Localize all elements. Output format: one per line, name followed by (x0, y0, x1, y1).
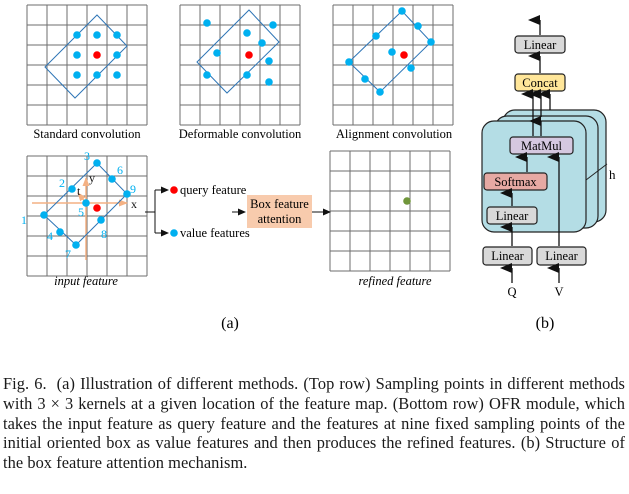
y-axis-label: y (89, 171, 95, 185)
sampling-point (108, 175, 116, 183)
sampling-point (265, 57, 273, 65)
center-point (400, 51, 408, 59)
sampling-point (269, 21, 277, 29)
sampling-point-label: 5 (78, 205, 84, 219)
sampling-point (73, 31, 81, 39)
sampling-point (113, 31, 121, 39)
sampling-point-label: 3 (84, 149, 90, 163)
sampling-point-label: 4 (47, 229, 53, 243)
standard-convolution-grid (26, 4, 148, 126)
panel-a-label: (a) (221, 315, 239, 332)
input-feature-grid: 1 2 3 4 5 6 7 8 9 yt x (21, 149, 148, 277)
sampling-point (243, 71, 251, 79)
sampling-point (40, 211, 48, 219)
center-point (245, 51, 253, 59)
sampling-point (361, 75, 369, 83)
alignment-convolution-grid (332, 4, 454, 126)
concat-label: Concat (522, 76, 558, 90)
sampling-point (203, 19, 211, 27)
sampling-point (398, 7, 406, 15)
box-feature-attention-block (247, 195, 312, 228)
sampling-point (93, 159, 101, 167)
value-features-label: value features (180, 226, 250, 240)
sampling-point (93, 31, 101, 39)
sampling-point (123, 190, 131, 198)
softmax-label: Softmax (494, 175, 537, 189)
sampling-point (68, 185, 76, 193)
sampling-point-label: 6 (117, 163, 123, 177)
sampling-point (82, 199, 90, 207)
sampling-point (213, 49, 221, 57)
sampling-point (376, 88, 384, 96)
sampling-point (414, 22, 422, 30)
panel-b-label: (b) (536, 315, 555, 332)
deformable-convolution-grid (179, 4, 301, 126)
sampling-point (97, 216, 105, 224)
sampling-point-label: 1 (21, 213, 27, 227)
sampling-point (203, 71, 211, 79)
sampling-point (407, 64, 415, 72)
sampling-point (258, 39, 266, 47)
sampling-point-label: 2 (59, 176, 65, 190)
oriented-box (196, 9, 280, 94)
sampling-point (93, 71, 101, 79)
figure: Standard convolution Deformable convolut… (21, 4, 616, 332)
matmul-label: MatMul (521, 139, 563, 153)
figure-caption: Fig. 6.(a) Illustration of different met… (3, 374, 625, 473)
heads-label: h (609, 167, 616, 182)
center-point (93, 204, 101, 212)
linear-top-label: Linear (524, 38, 557, 52)
sampling-point-label: 8 (101, 227, 107, 241)
linear-inner-block (486, 206, 538, 225)
matmul-block (509, 136, 574, 155)
linear-top-block (514, 35, 566, 54)
figure-number: Fig. 6. (3, 374, 47, 393)
sampling-point (372, 32, 380, 40)
branch-connector (145, 186, 169, 237)
sampling-point (56, 228, 64, 236)
refined-point (403, 197, 411, 205)
linear-q-label: Linear (491, 249, 524, 263)
query-feature-label: query feature (180, 183, 247, 197)
refined-feature-title: refined feature (358, 274, 431, 288)
sampling-point-label: 7 (65, 247, 71, 261)
standard-convolution-title: Standard convolution (33, 127, 141, 141)
caption-text: (a) Illustration of different methods. (… (3, 374, 625, 473)
sampling-point (72, 241, 80, 249)
sampling-point-label: 9 (130, 182, 136, 196)
sampling-point (345, 58, 353, 66)
q-input-label: Q (507, 285, 516, 299)
sampling-point (388, 48, 396, 56)
sampling-point (427, 38, 435, 46)
alignment-convolution-title: Alignment convolution (336, 127, 453, 141)
refined-feature-grid (329, 150, 451, 272)
attention-structure: h Linear Concat MatMul Softmax Linear (481, 15, 616, 299)
sampling-point (73, 71, 81, 79)
sampling-point (113, 71, 121, 79)
sampling-point (265, 78, 273, 86)
t-axis-label: t (77, 184, 81, 198)
x-axis-label: x (131, 197, 137, 211)
sampling-point (73, 51, 81, 59)
value-features-dot (170, 229, 178, 237)
heads-bracket (585, 163, 608, 181)
box-feature-attention-line2: attention (258, 212, 302, 226)
query-feature-dot (170, 186, 178, 194)
v-input-label: V (554, 285, 563, 299)
center-point (93, 51, 101, 59)
box-feature-attention-line1: Box feature (250, 197, 309, 211)
linear-inner-label: Linear (496, 209, 529, 223)
linear-v-label: Linear (545, 249, 578, 263)
sampling-point (243, 29, 251, 37)
linear-v-block (536, 246, 587, 266)
sampling-point (113, 51, 121, 59)
deformable-convolution-title: Deformable convolution (179, 127, 302, 141)
input-feature-title: input feature (54, 274, 118, 288)
softmax-block (483, 172, 548, 191)
